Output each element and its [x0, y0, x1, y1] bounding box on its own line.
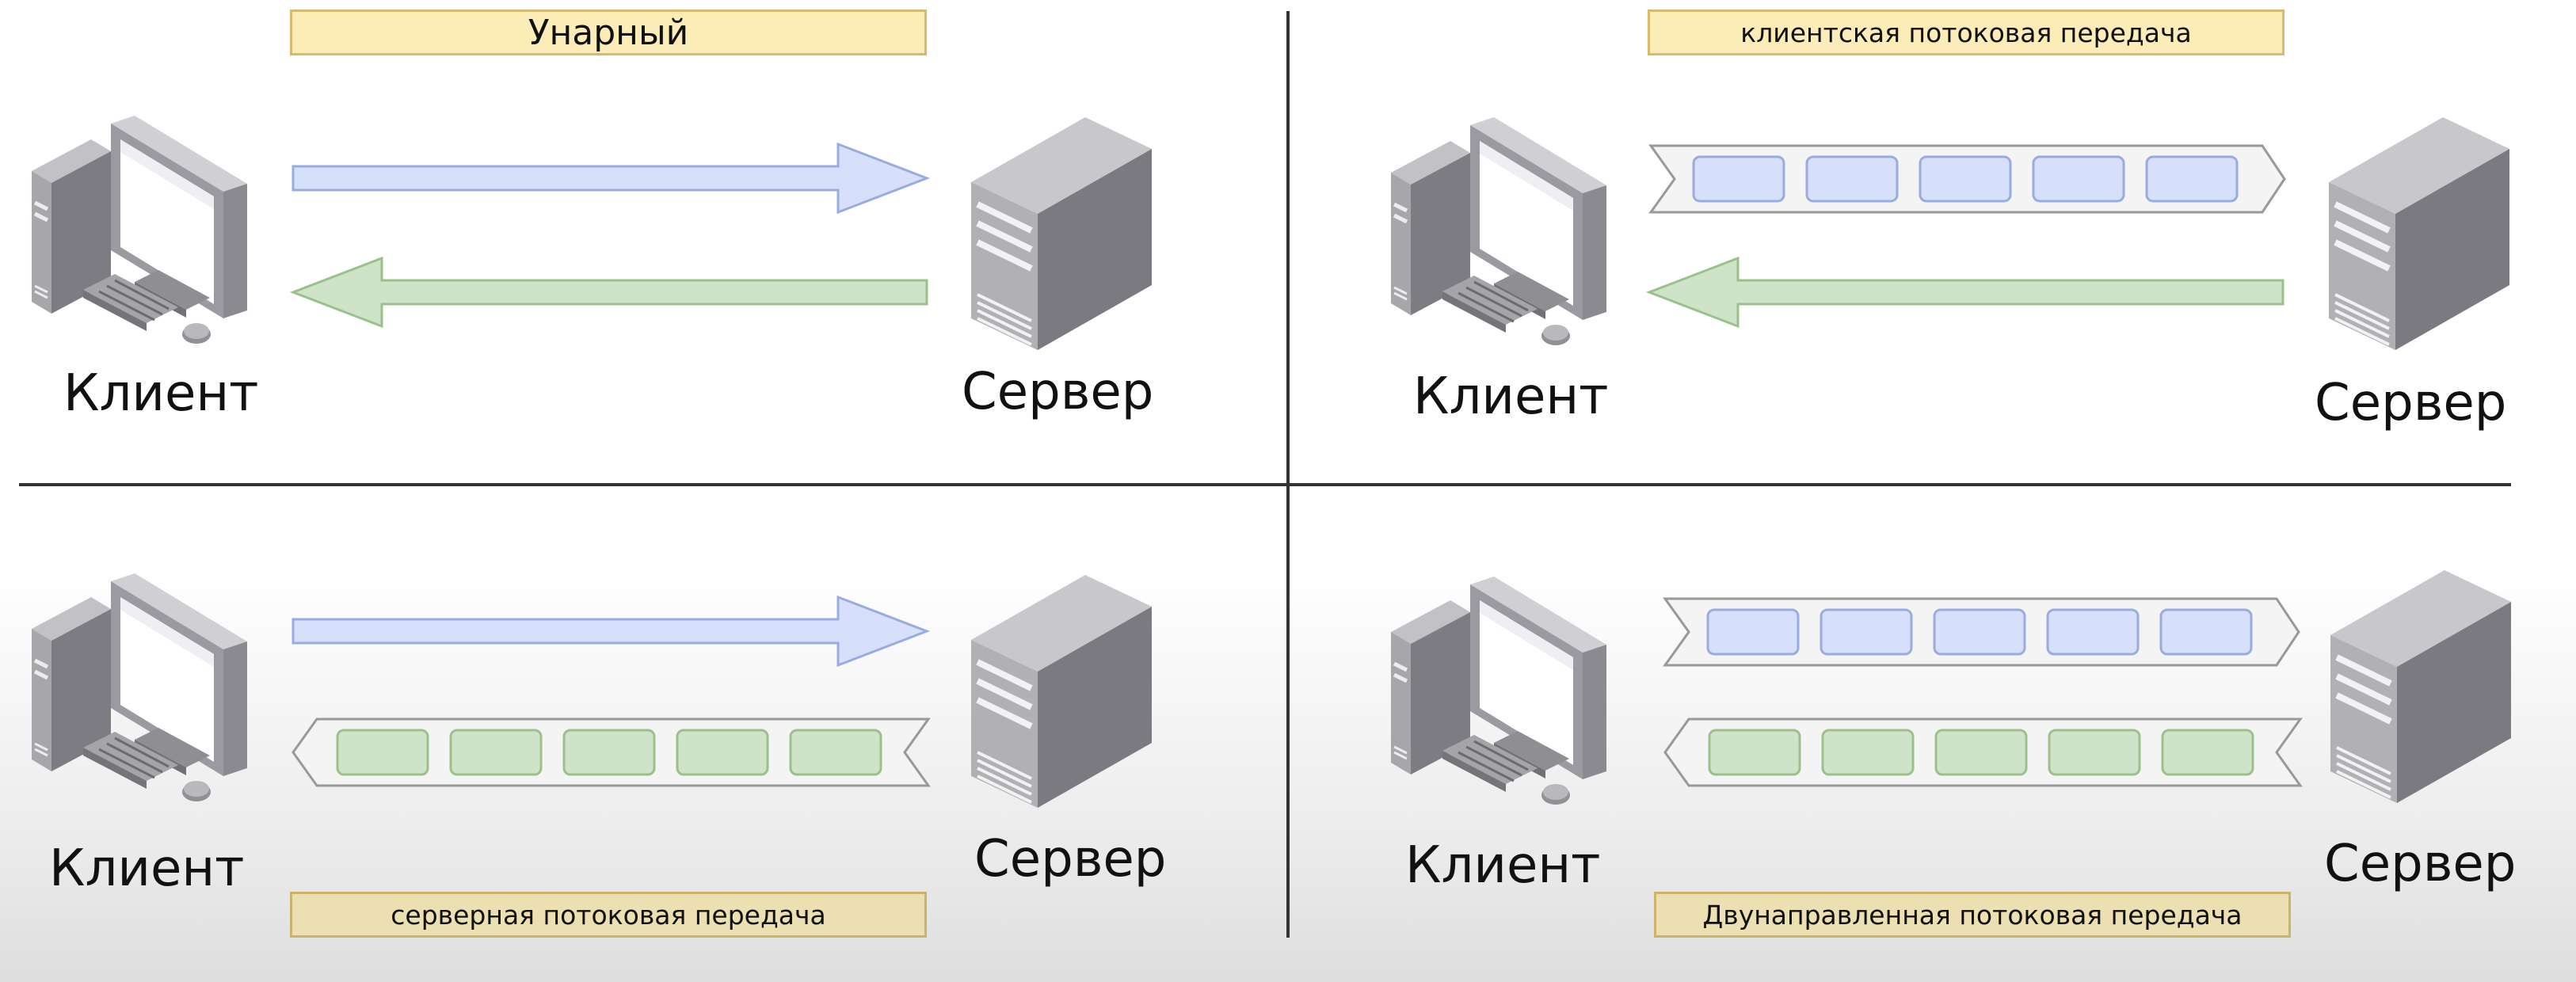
client-computer-icon [1391, 577, 1606, 805]
quadrant-client-streaming: клиентская потоковая передача Клиент [1288, 0, 2576, 491]
server-icon [2329, 117, 2509, 350]
response-message-2 [1821, 729, 1915, 776]
server-label: Сервер [974, 830, 1167, 889]
quadrant-server-streaming: Клиент Сервер серверная потоковая переда… [0, 491, 1288, 982]
quadrant-title: клиентская потоковая передача [1648, 10, 2284, 55]
server-label: Сервер [2324, 835, 2517, 893]
quadrant-title: серверная потоковая передача [290, 892, 927, 938]
response-message-5 [2161, 729, 2254, 776]
request-message-2 [1805, 155, 1899, 203]
request-message-5 [2145, 155, 2239, 203]
request-stream [1663, 597, 2300, 667]
server-label: Сервер [2315, 374, 2507, 432]
quadrant-title: Двунаправленная потоковая передача [1654, 892, 2291, 938]
vertical-divider [1286, 11, 1290, 938]
server-label: Сервер [962, 363, 1154, 421]
response-message-4 [2048, 729, 2141, 776]
request-message-5 [2159, 608, 2253, 656]
response-message-1 [1708, 729, 1801, 776]
quadrant-unary: Унарный Клиент Сервер [0, 0, 1288, 491]
request-message-4 [2046, 608, 2140, 656]
request-message-1 [1692, 155, 1785, 203]
quadrant-bidirectional-streaming: Клиент Сервер Двунаправленная потоковая … [1288, 491, 2576, 982]
request-message-1 [1706, 608, 1800, 656]
response-message-4 [676, 729, 769, 776]
response-message-1 [336, 729, 429, 776]
client-computer-icon [1391, 117, 1606, 345]
client-label: Клиент [63, 364, 259, 423]
client-label: Клиент [1405, 836, 1601, 895]
server-icon [971, 117, 1152, 350]
request-arrow [292, 142, 931, 215]
request-message-4 [2032, 155, 2125, 203]
response-message-5 [789, 729, 882, 776]
quadrant-title: Унарный [290, 10, 927, 55]
server-icon [971, 575, 1152, 808]
response-stream [1663, 717, 2303, 787]
response-arrow [1645, 256, 2284, 329]
request-stream [1648, 144, 2286, 214]
client-computer-icon [32, 573, 247, 801]
response-message-2 [449, 729, 543, 776]
client-computer-icon [32, 116, 247, 344]
response-message-3 [562, 729, 656, 776]
response-message-3 [1934, 729, 2028, 776]
server-icon [2330, 570, 2511, 803]
client-label: Клиент [1413, 367, 1609, 426]
request-message-3 [1919, 155, 2012, 203]
request-arrow [292, 595, 931, 668]
response-arrow [289, 256, 928, 329]
response-stream [292, 717, 931, 787]
horizontal-divider [19, 483, 2511, 486]
request-message-2 [1820, 608, 1913, 656]
request-message-3 [1933, 608, 2026, 656]
client-label: Клиент [49, 839, 245, 898]
